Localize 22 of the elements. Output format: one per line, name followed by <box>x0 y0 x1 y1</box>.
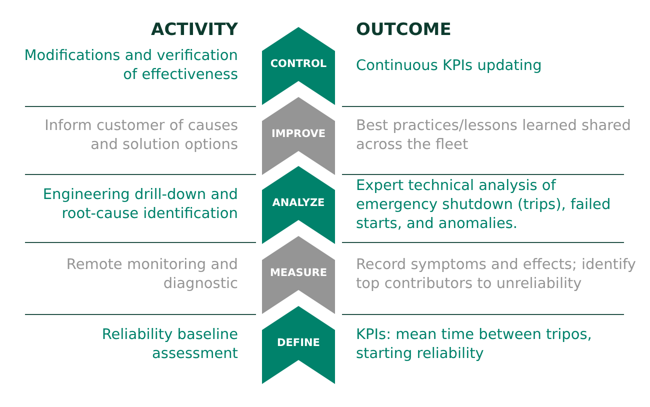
chevron-step <box>262 27 335 105</box>
activity-text: Engineering drill-down and root-cause identification <box>42 186 238 224</box>
outcome-text: Record symptoms and effects; identify top contributors to unreliability <box>356 256 637 294</box>
chevron-step <box>262 236 335 314</box>
chevron-step <box>262 306 335 384</box>
activity-text: Remote monitoring and diagnostic <box>65 256 238 294</box>
activity-text: Inform customer of causes and solution options <box>44 117 238 155</box>
outcome-text: Expert technical analysis of emergency shutdown (trips), failed starts, and anomalies. <box>356 177 612 234</box>
step-label: CONTROL <box>269 57 328 71</box>
activity-text: Reliability baseline assessment <box>100 326 238 364</box>
step-label: ANALYZE <box>271 196 326 210</box>
step-label: MEASURE <box>268 266 328 280</box>
chevron-step <box>262 166 335 244</box>
step-label: IMPROVE <box>270 127 327 141</box>
outcome-text: KPIs: mean time between tripos, starting reliability <box>356 326 593 364</box>
chevron-step <box>262 97 335 175</box>
outcome-text: Best practices/lessons learned shared across the fleet <box>356 117 632 155</box>
column-heading: OUTCOME <box>356 20 452 40</box>
activity-text: Modifications and verification of effectiveness <box>23 47 238 85</box>
outcome-text: Continuous KPIs updating <box>356 57 543 76</box>
step-label: DEFINE <box>276 336 321 350</box>
column-heading: ACTIVITY <box>151 20 238 40</box>
